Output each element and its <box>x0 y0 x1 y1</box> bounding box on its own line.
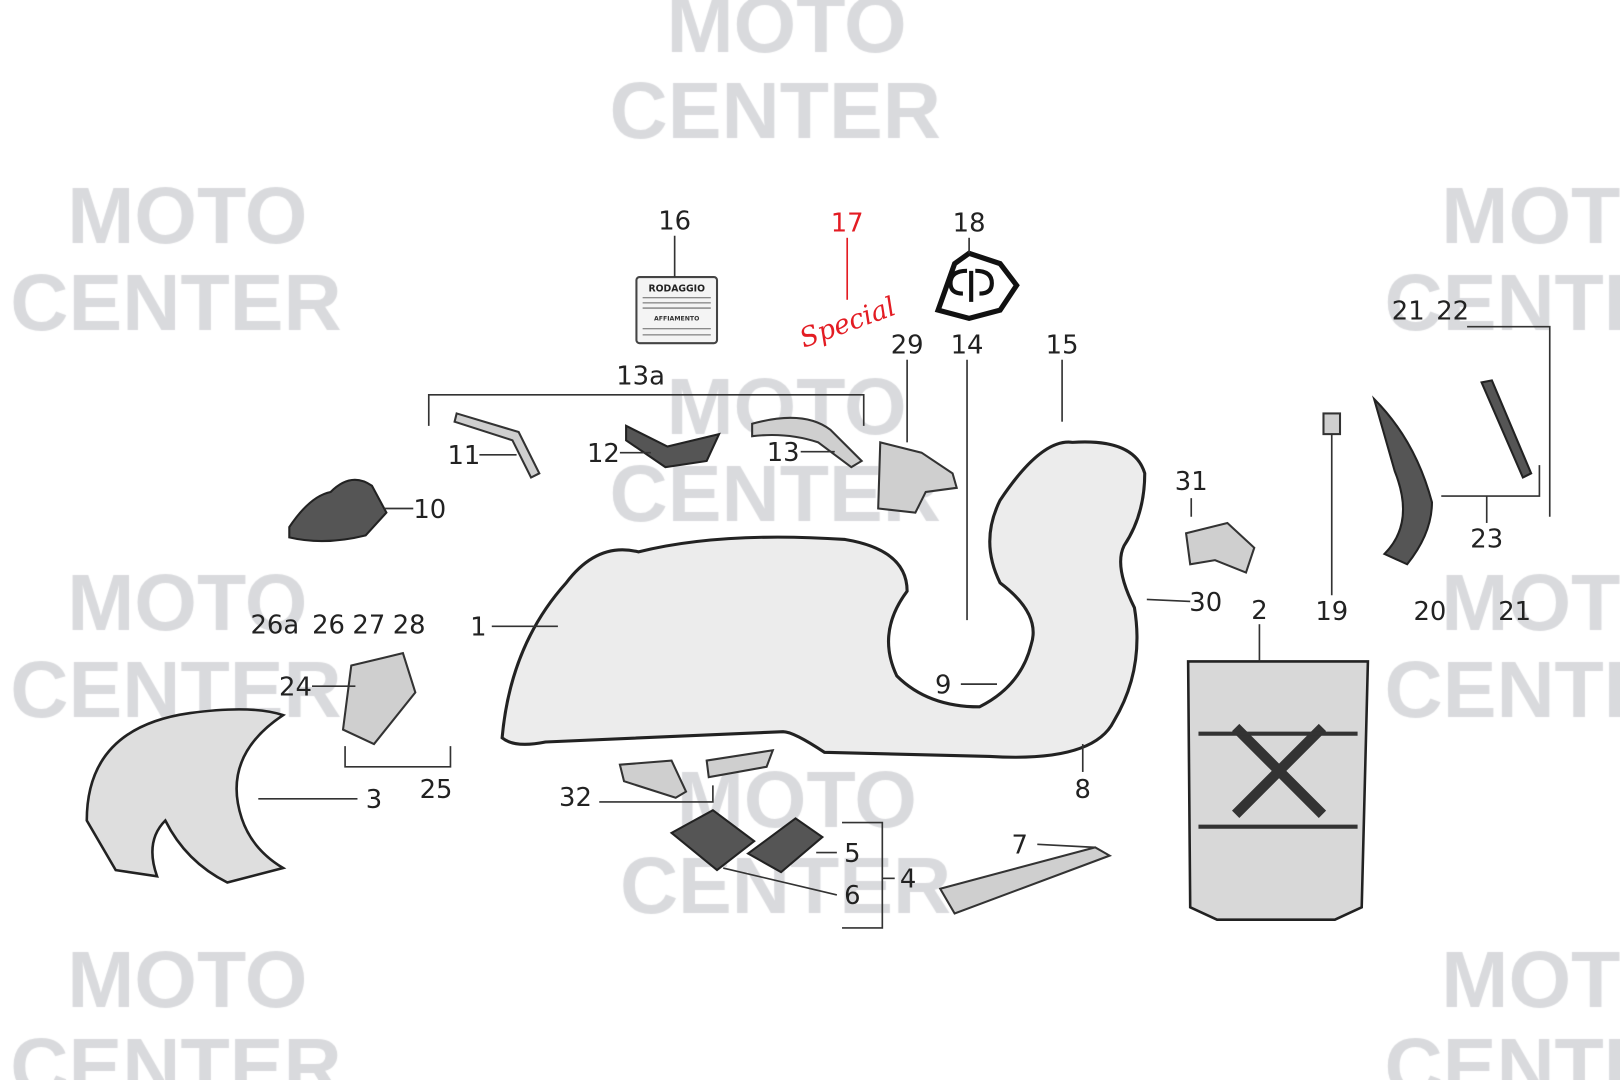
callout-label-8: 8 <box>1075 775 1091 805</box>
sticker-subtitle: AFFIAMENTO <box>654 315 699 322</box>
callout-label-26: 26 <box>312 611 345 641</box>
callout-label-29: 29 <box>891 331 924 361</box>
part-7-strip <box>938 846 1113 915</box>
sticker-title: RODAGGIO <box>648 284 705 295</box>
callout-label-16: 16 <box>658 207 691 237</box>
part-13 <box>751 416 864 469</box>
callout-label-24: 24 <box>279 672 312 702</box>
part-29 <box>877 441 959 514</box>
callout-label-20: 20 <box>1413 597 1446 627</box>
part-23-strip <box>1480 379 1533 479</box>
callout-label-21: 21 <box>1498 597 1531 627</box>
callout-label-13a: 13a <box>616 362 665 392</box>
callout-label-11: 11 <box>447 441 480 471</box>
part-1-body <box>500 440 1147 759</box>
callout-label-27: 27 <box>352 611 385 641</box>
part-32-bracket <box>618 748 775 799</box>
leader-lines <box>258 235 1551 929</box>
part-6-mat <box>669 808 756 872</box>
callout-label-22: 22 <box>1436 296 1469 326</box>
callout-label-28: 28 <box>393 611 426 641</box>
callout-label-14: 14 <box>951 331 984 361</box>
callout-label-7: 7 <box>1012 831 1028 861</box>
callout-label-5: 5 <box>844 839 860 869</box>
callout-label-1: 1 <box>470 613 486 643</box>
part-24 <box>341 651 417 746</box>
part-10 <box>288 478 388 543</box>
callout-label-23: 23 <box>1470 525 1503 555</box>
part-18-piaggio-logo <box>934 250 1020 322</box>
callout-label-25: 25 <box>420 775 453 805</box>
part-12 <box>625 424 721 469</box>
callout-label-31: 31 <box>1175 467 1208 497</box>
part-20 <box>1372 395 1433 566</box>
callout-label-10: 10 <box>413 495 446 525</box>
part-2-floor <box>1186 660 1370 921</box>
part-16-sticker: RODAGGIO AFFIAMENTO <box>635 276 719 345</box>
callout-label-4: 4 <box>900 865 916 895</box>
callout-label-9: 9 <box>935 670 951 700</box>
callout-label-6: 6 <box>844 881 860 911</box>
callout-label-18: 18 <box>953 209 986 239</box>
callout-label-2: 2 <box>1251 596 1267 626</box>
part-3 <box>85 708 287 884</box>
part-19 <box>1322 412 1342 436</box>
callout-label-19: 19 <box>1315 597 1348 627</box>
callout-label-30: 30 <box>1189 588 1222 618</box>
part-5-mat <box>746 817 825 874</box>
callout-label-13: 13 <box>767 438 800 468</box>
callout-label-17: 17 <box>831 209 864 239</box>
callout-label-12: 12 <box>587 439 620 469</box>
part-31 <box>1184 521 1256 574</box>
callout-label-21: 21 <box>1392 296 1425 326</box>
special-logo-17: Special <box>796 291 900 354</box>
callout-label-26a: 26a <box>250 611 299 641</box>
callout-label-32: 32 <box>559 783 592 813</box>
part-11 <box>453 412 541 479</box>
callout-label-15: 15 <box>1046 331 1079 361</box>
callout-label-3: 3 <box>366 785 382 815</box>
